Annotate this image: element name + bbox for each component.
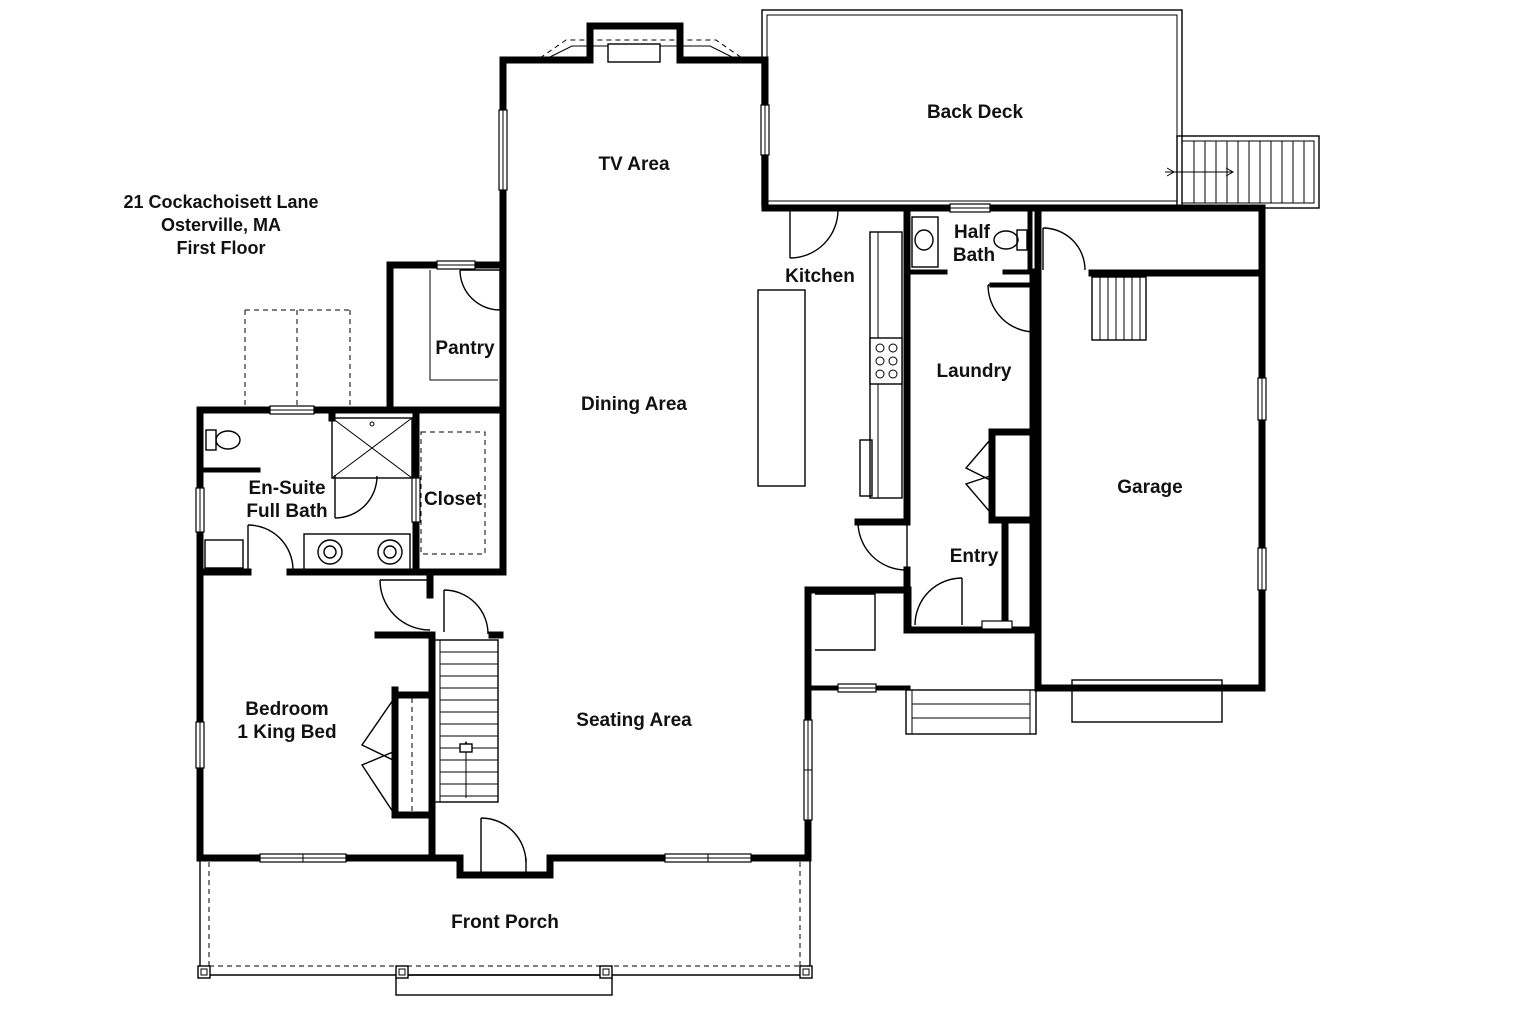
address-line: 21 Cockachoisett Lane: [123, 192, 318, 212]
windows: [195, 104, 1267, 863]
label-front-porch: Front Porch: [451, 912, 559, 933]
label-seating-area: Seating Area: [576, 710, 692, 731]
town-line: Osterville, MA: [161, 215, 281, 235]
shower-icon: [331, 417, 413, 479]
label-pantry: Pantry: [435, 338, 495, 359]
label-ensuite-2: Full Bath: [246, 501, 327, 522]
title-block: 21 Cockachoisett Lane Osterville, MA Fir…: [123, 192, 318, 258]
interior-stairs: [433, 639, 499, 803]
exterior-walls: [196, 56, 1266, 879]
bath-fixtures: [204, 216, 1028, 571]
floor-line: First Floor: [177, 238, 266, 258]
back-deck: [761, 9, 1320, 209]
label-kitchen: Kitchen: [785, 266, 855, 287]
sink-icon: [377, 539, 403, 565]
sink-icon: [914, 229, 934, 251]
utility-closet: [815, 593, 876, 651]
label-bedroom-1: Bedroom: [245, 699, 328, 720]
label-back-deck: Back Deck: [927, 102, 1024, 123]
toilet-icon: [993, 229, 1028, 251]
label-entry: Entry: [950, 546, 999, 567]
label-laundry: Laundry: [937, 361, 1012, 382]
kitchen-fixtures: [757, 231, 903, 499]
label-garage: Garage: [1117, 477, 1182, 498]
label-bedroom-2: 1 King Bed: [237, 722, 336, 743]
label-half-bath-2: Bath: [953, 245, 995, 266]
label-half-bath-1: Half: [954, 222, 991, 243]
toilet-icon: [205, 429, 241, 451]
fireplace-bay: [539, 22, 743, 64]
label-dining-area: Dining Area: [581, 394, 687, 415]
outdoor-area: [244, 309, 351, 410]
room-labels: Back Deck TV Area Kitchen Half Bath Pant…: [237, 102, 1182, 933]
front-porch: [197, 858, 813, 996]
entry-steps: [905, 689, 1037, 735]
garage-stairs: [1091, 276, 1147, 341]
sink-icon: [317, 539, 343, 565]
deck-stairs: [1165, 135, 1320, 209]
label-closet: Closet: [424, 489, 483, 510]
label-tv-area: TV Area: [598, 154, 670, 175]
interior-walls: [196, 204, 1038, 862]
label-ensuite-1: En-Suite: [248, 478, 325, 499]
doors: [247, 209, 1086, 875]
garage-door: [1071, 679, 1223, 723]
